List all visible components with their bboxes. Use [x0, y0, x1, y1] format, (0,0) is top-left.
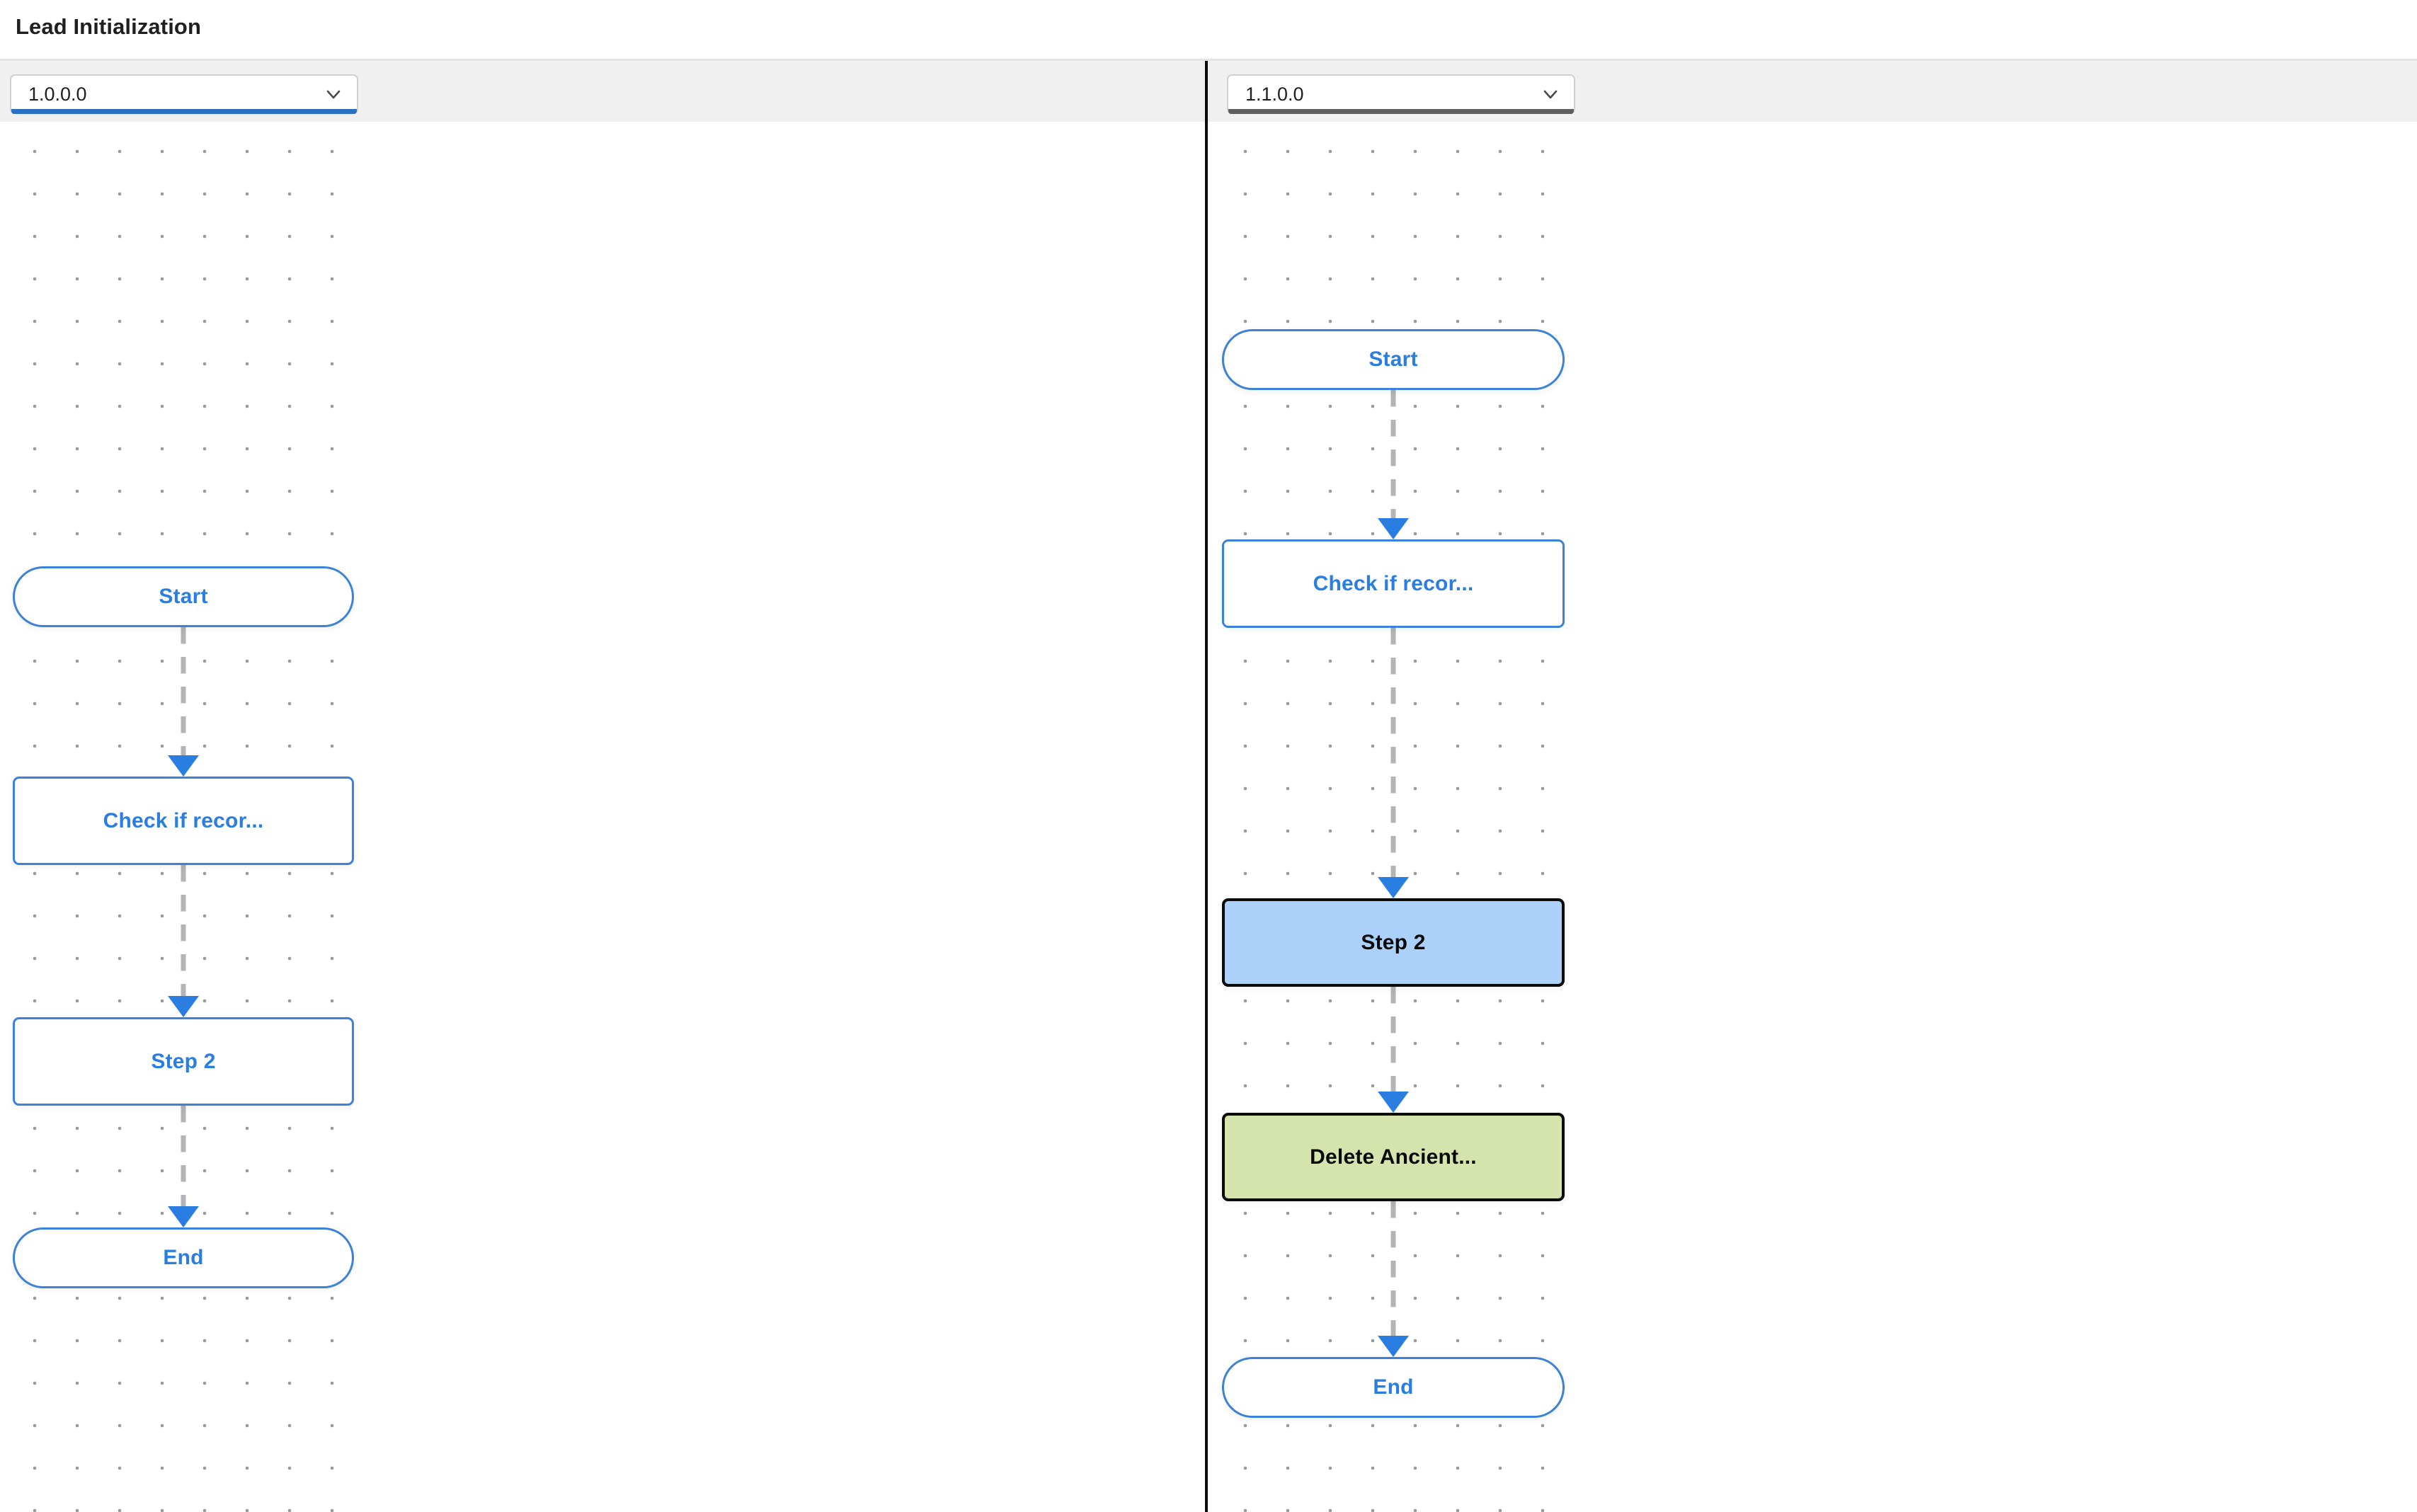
connector-2	[1222, 987, 1565, 1113]
connector-line	[1390, 987, 1396, 1092]
flow-node-step2[interactable]: Step 2	[13, 1017, 354, 1106]
page-title: Lead Initialization	[16, 14, 201, 39]
connector-line	[1390, 1201, 1396, 1336]
version-select-right-accent	[1228, 109, 1574, 114]
flow-node-label: Delete Ancient...	[1310, 1145, 1477, 1169]
connector-3	[1222, 1201, 1565, 1357]
version-toolbar: 1.0.0.0 1.1.0.0	[0, 61, 2417, 122]
version-select-right-value: 1.1.0.0	[1245, 83, 1304, 105]
connector-line	[181, 627, 186, 755]
flow-node-end[interactable]: End	[13, 1227, 354, 1288]
connector-1	[1222, 628, 1565, 898]
flow-node-label: Step 2	[151, 1049, 216, 1073]
flow-node-start[interactable]: Start	[1222, 329, 1565, 390]
arrow-head-icon	[168, 755, 199, 777]
flow-node-label: Start	[1369, 348, 1418, 371]
connector-2	[13, 1106, 354, 1227]
version-select-left-value: 1.0.0.0	[28, 83, 87, 105]
panel-divider	[1205, 61, 1208, 1512]
chevron-down-icon[interactable]	[1538, 82, 1562, 106]
connector-0	[1222, 390, 1565, 539]
flow-node-step2[interactable]: Step 2	[1222, 898, 1565, 987]
arrow-head-icon	[1378, 877, 1409, 898]
connector-1	[13, 865, 354, 1017]
connector-0	[13, 627, 354, 777]
arrow-head-icon	[1378, 518, 1409, 539]
flow-node-start[interactable]: Start	[13, 566, 354, 627]
flow-canvas-left[interactable]: Start Check if recor... Step 2 End	[0, 122, 1205, 1512]
version-select-right[interactable]: 1.1.0.0	[1227, 74, 1575, 114]
connector-line	[181, 865, 186, 996]
flow-node-end[interactable]: End	[1222, 1357, 1565, 1418]
flow-node-delete[interactable]: Delete Ancient...	[1222, 1113, 1565, 1201]
arrow-head-icon	[1378, 1092, 1409, 1113]
flow-canvas-right[interactable]: Start Check if recor... Step 2 Delete An…	[1208, 122, 2417, 1512]
flow-node-check[interactable]: Check if recor...	[1222, 539, 1565, 628]
flow-node-label: End	[1373, 1375, 1414, 1399]
version-select-left-accent	[11, 109, 357, 114]
arrow-head-icon	[168, 1206, 199, 1227]
flow-node-check[interactable]: Check if recor...	[13, 777, 354, 865]
connector-line	[1390, 628, 1396, 877]
arrow-head-icon	[1378, 1336, 1409, 1357]
flow-node-label: Check if recor...	[103, 808, 264, 832]
version-select-left[interactable]: 1.0.0.0	[10, 74, 358, 114]
arrow-head-icon	[168, 996, 199, 1017]
flow-node-label: Step 2	[1361, 930, 1426, 954]
connector-line	[1390, 390, 1396, 518]
connector-line	[181, 1106, 186, 1206]
chevron-down-icon[interactable]	[321, 82, 345, 106]
title-bar: Lead Initialization	[0, 0, 2417, 61]
flow-node-label: End	[163, 1246, 204, 1269]
flow-node-label: Check if recor...	[1313, 571, 1474, 595]
flow-node-label: Start	[159, 585, 208, 608]
